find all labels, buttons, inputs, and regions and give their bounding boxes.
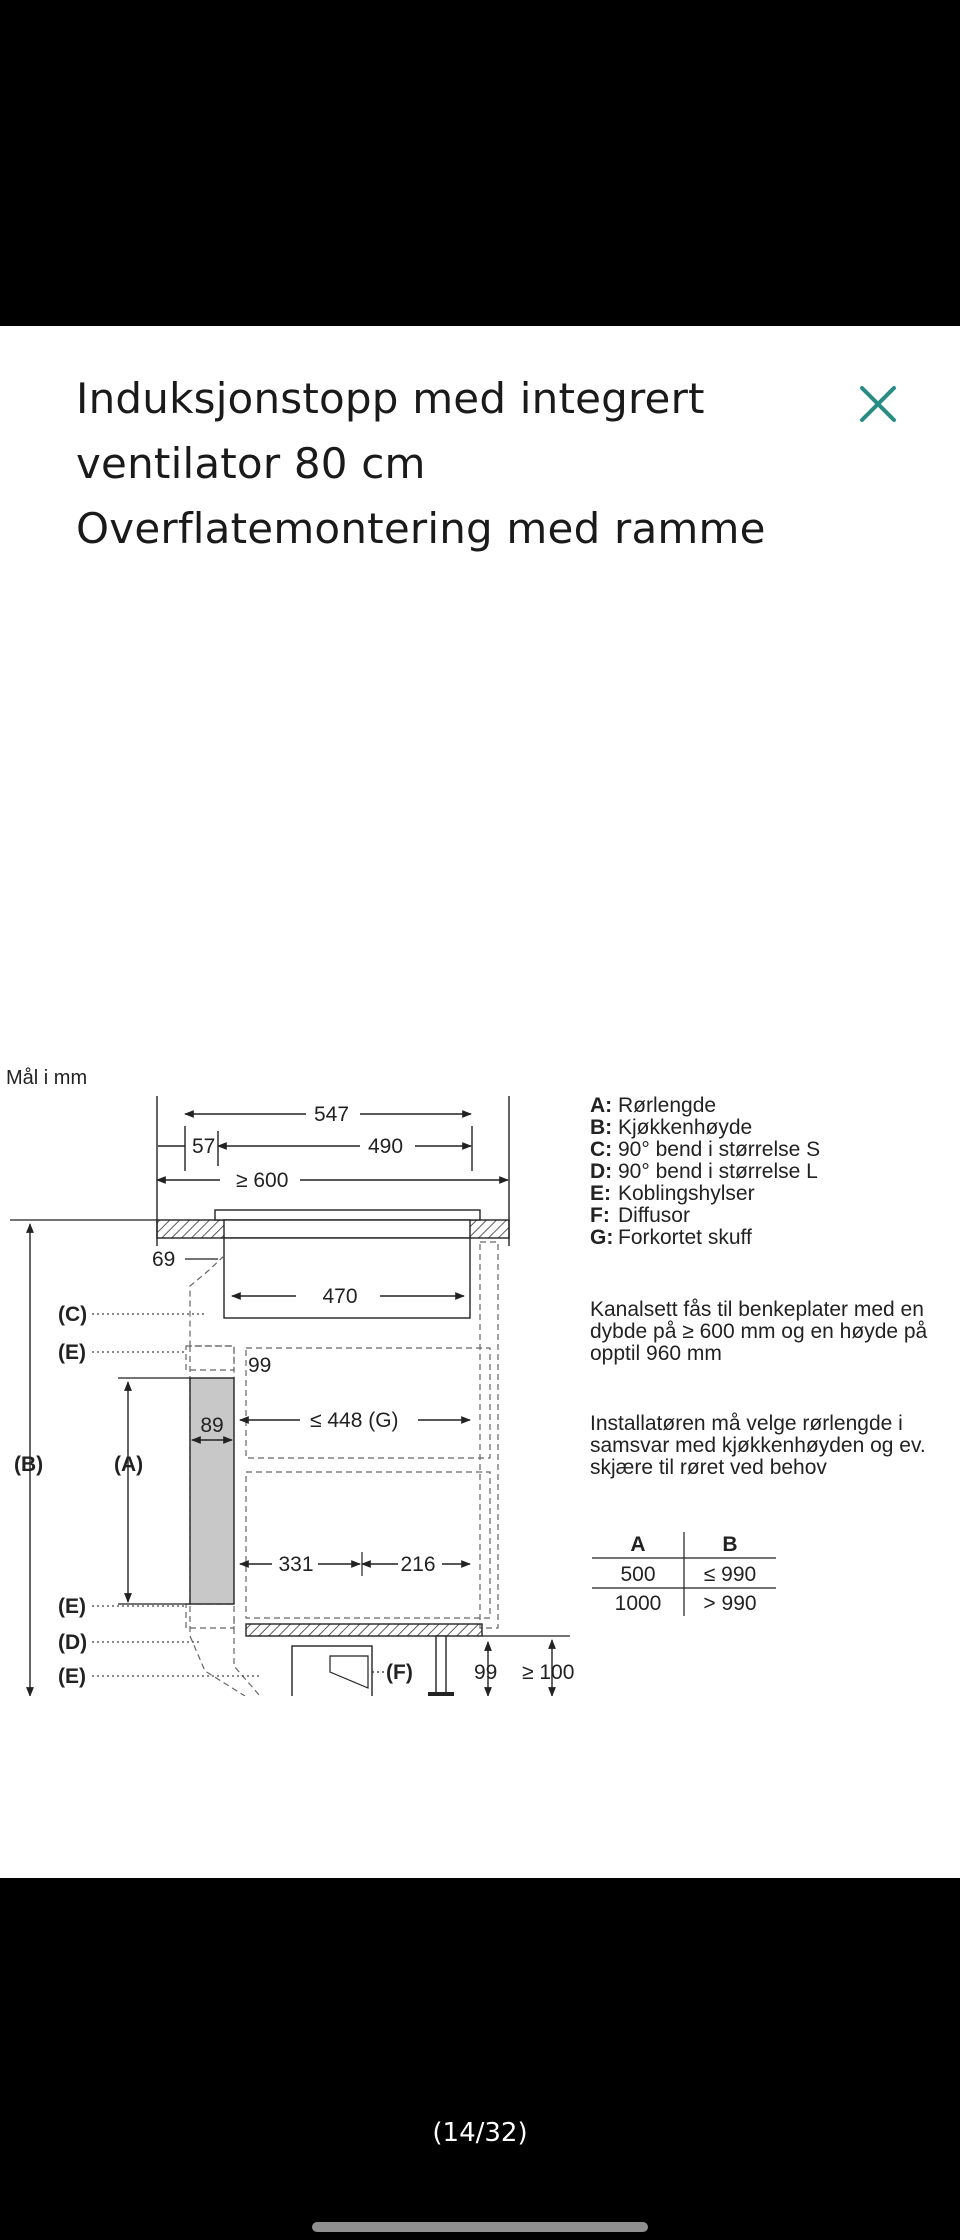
legend-key-g: G: [590,1226,613,1249]
callout-B: (B) [14,1453,43,1476]
dim-331: 331 [278,1553,313,1576]
dim-99b: 99 [474,1661,497,1684]
length-table: A B 500 ≤ 990 1000 > 990 [592,1532,776,1616]
legend-key-b: B: [590,1116,612,1139]
callout-E-1: (E) [58,1341,86,1364]
dim-490: 490 [368,1135,403,1158]
table-header-b: B [722,1533,737,1556]
image-counter: (14/32) [432,2118,528,2148]
legend-key-a: A: [590,1094,612,1117]
title-line-2: ventilator 80 cm [76,439,426,488]
legend-text-f: Diffusor [618,1204,690,1227]
note-kanalsett: Kanalsett fås til benkeplater med en dyb… [590,1298,928,1365]
dim-89: 89 [200,1414,223,1437]
callout-E-3: (E) [58,1665,86,1688]
note2-line1: Installatøren må velge rørlengde i [590,1412,903,1435]
legend-key-f: F: [590,1204,610,1227]
table-cell-r1-a: 500 [620,1563,655,1586]
close-button[interactable] [852,378,904,430]
legend-key-d: D: [590,1160,612,1183]
dim-448: ≤ 448 (G) [310,1409,399,1432]
dim-69: 69 [152,1248,175,1271]
legend-text-e: Koblingshylser [618,1182,755,1205]
title-line-3: Overflatemontering med ramme [76,504,766,553]
callout-C: (C) [58,1303,87,1326]
dim-547: 547 [314,1103,349,1126]
callout-F: (F) [386,1661,413,1684]
note2-line2: samsvar med kjøkkenhøyden og ev. [590,1434,926,1457]
dim-470: 470 [322,1285,357,1308]
legend-key-c: C: [590,1138,612,1161]
page-title: Induksjonstopp med integrert ventilator … [76,366,836,561]
note1-line1: Kanalsett fås til benkeplater med en [590,1298,924,1321]
bottom-black-bar: (14/32) [0,1878,960,2240]
close-icon [860,386,896,422]
note2-line3: skjære til røret ved behov [590,1456,827,1479]
legend-text-c: 90° bend i størrelse S [618,1138,820,1161]
legend: A: Rørlengde B: Kjøkkenhøyde C: 90° bend… [590,1094,820,1249]
note1-line2: dybde på ≥ 600 mm og en høyde på [590,1320,928,1343]
table-header-a: A [630,1533,645,1556]
callout-A: (A) [114,1453,143,1476]
callout-E-2: (E) [58,1595,86,1618]
dim-216: 216 [400,1553,435,1576]
legend-text-b: Kjøkkenhøyde [618,1116,752,1139]
callout-D: (D) [58,1631,87,1654]
legend-key-e: E: [590,1182,611,1205]
image-viewer-sheet: Induksjonstopp med integrert ventilator … [0,326,960,1878]
table-cell-r2-b: > 990 [703,1592,756,1615]
note1-line3: opptil 960 mm [590,1342,722,1365]
home-indicator[interactable] [312,2222,648,2232]
title-line-1: Induksjonstopp med integrert [76,374,705,423]
legend-text-d: 90° bend i størrelse L [618,1160,818,1183]
legend-text-a: Rørlengde [618,1094,716,1117]
dim-57: 57 [192,1135,215,1158]
units-label: Mål i mm [6,1067,87,1089]
dim-100: ≥ 100 [522,1661,574,1684]
note-installator: Installatøren må velge rørlengde i samsv… [590,1412,926,1479]
dim-99a: 99 [248,1354,271,1377]
dim-600: ≥ 600 [236,1169,288,1192]
table-cell-r2-a: 1000 [615,1592,662,1615]
installation-diagram: Mål i mm ≥ 600 547 57 490 470 [0,726,960,1696]
table-cell-r1-b: ≤ 990 [704,1563,756,1586]
top-black-bar [0,0,960,326]
legend-text-g: Forkortet skuff [618,1226,752,1249]
